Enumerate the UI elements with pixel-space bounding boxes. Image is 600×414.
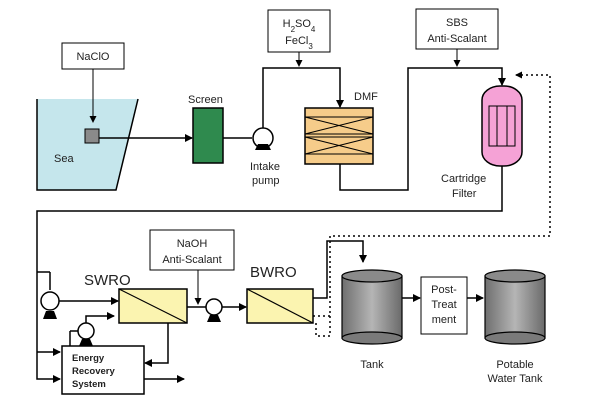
sea-label: Sea xyxy=(54,153,74,165)
potable-water-tank: Potable Water Tank xyxy=(484,269,546,385)
sbs-antiscalant-label: Anti-Scalant xyxy=(427,33,486,45)
swro-unit: SWRO xyxy=(84,272,188,324)
post-treatment-label-3: ment xyxy=(432,314,456,326)
potable-tank-label-1: Potable xyxy=(496,359,533,371)
potable-tank-label-2: Water Tank xyxy=(487,373,543,385)
cartridge-label-1: Cartridge xyxy=(441,173,486,185)
energy-recovery-system: Energy Recovery System xyxy=(61,345,145,395)
screen-label: Screen xyxy=(188,94,223,106)
ers-label-3: System xyxy=(72,379,106,390)
booster-pump xyxy=(205,298,247,322)
cartridge-filter: Cartridge Filter xyxy=(441,85,523,200)
pump-to-dmf-pipe xyxy=(262,67,344,128)
naoh-antiscalant-label: Anti-Scalant xyxy=(162,254,221,266)
cartridge-to-swro-pipe xyxy=(36,166,503,383)
h2so4-label: H2SO4 xyxy=(283,18,316,34)
bwro-to-tank-pipe xyxy=(313,240,367,299)
swro-label: SWRO xyxy=(84,272,131,289)
naclo-label: NaClO xyxy=(76,51,109,63)
ers-pump xyxy=(69,312,115,346)
sbs-label: SBS xyxy=(446,17,468,29)
recycle-dotted-line xyxy=(313,71,551,317)
tank: Tank xyxy=(341,269,403,371)
fecl3-label: FeCl3 xyxy=(285,35,313,51)
naoh-label: NaOH xyxy=(177,238,208,250)
naoh-dosing: NaOH Anti-Scalant xyxy=(149,229,235,305)
high-pressure-pump xyxy=(37,271,119,319)
intake-pump-label-2: pump xyxy=(252,175,280,187)
intake-pump: Intake pump xyxy=(250,127,280,187)
intake-pump-label-1: Intake xyxy=(250,161,280,173)
dmf-label: DMF xyxy=(354,91,378,103)
dosing-block xyxy=(84,128,100,144)
sea-basin: Sea xyxy=(36,98,139,191)
dmf-unit: DMF xyxy=(304,91,378,165)
ers-label-2: Recovery xyxy=(72,366,115,377)
naclo-dosing: NaClO xyxy=(61,42,125,144)
bwro-label: BWRO xyxy=(250,264,297,281)
sbs-dosing: SBS Anti-Scalant xyxy=(415,8,499,67)
tank-label: Tank xyxy=(360,359,384,371)
post-treatment-label-1: Post- xyxy=(431,284,457,296)
acid-coagulant-dosing: H2SO4 FeCl3 xyxy=(267,9,331,67)
brine-to-ers-pipe xyxy=(144,323,169,367)
screen-unit: Screen xyxy=(188,94,224,164)
post-treatment-label-2: Treat xyxy=(431,299,456,311)
bwro-unit: BWRO xyxy=(246,264,314,324)
bwro-drain-dotted xyxy=(315,316,331,337)
cartridge-label-2: Filter xyxy=(452,188,477,200)
ers-label-1: Energy xyxy=(72,353,105,364)
post-treatment: Post- Treat ment xyxy=(420,276,468,335)
dmf-to-cartridge-pipe xyxy=(339,67,506,191)
